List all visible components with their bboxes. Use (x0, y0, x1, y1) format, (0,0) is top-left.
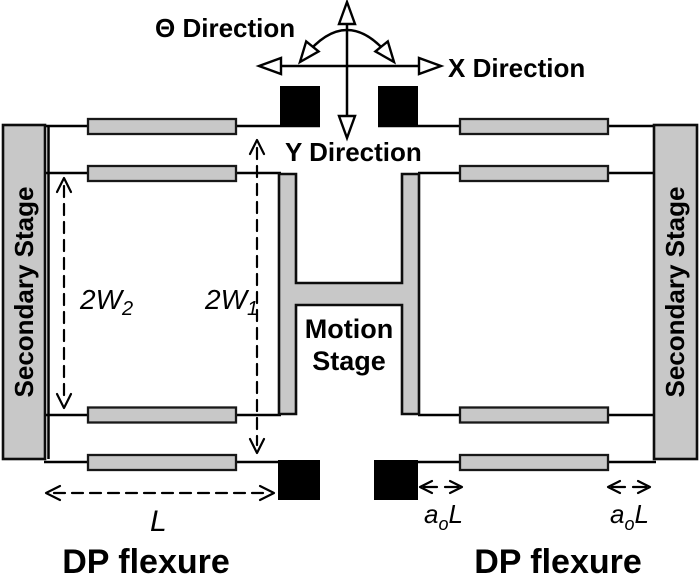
right-secondary-stage-label: Secondary Stage (660, 187, 690, 398)
flexure-beam (86, 406, 238, 424)
left-secondary-stage-label: Secondary Stage (9, 187, 39, 398)
anchor-block (278, 460, 320, 500)
dimension-aol-left (418, 479, 464, 495)
dimension-aol-left-label: aoL (424, 499, 463, 534)
aol-left-sub: o (438, 514, 448, 534)
motion-stage: Motion Stage (277, 172, 421, 416)
dimension-2w2 (55, 176, 73, 410)
dimension-2w1 (248, 138, 266, 455)
dimension-L (44, 484, 276, 502)
flexure-beam (86, 453, 238, 472)
dimension-2w1-sub: 1 (247, 298, 258, 320)
theta-arrow-icon (297, 28, 397, 65)
motion-stage-body (277, 172, 421, 416)
flexure-beams (86, 117, 610, 472)
aol-right-sub: o (624, 514, 634, 534)
y-direction-label: Y Direction (285, 137, 422, 167)
x-direction-label: X Direction (448, 53, 585, 83)
x-axis-arrow-icon (255, 56, 445, 76)
right-secondary-stage: Secondary Stage (652, 123, 699, 461)
flexure-beam (458, 453, 610, 472)
y-axis-arrow-icon (337, 0, 357, 142)
aol-left-base: a (424, 499, 438, 529)
aol-right-suffix: L (634, 499, 648, 529)
flexure-beam (86, 117, 238, 136)
left-secondary-stage: Secondary Stage (1, 123, 47, 461)
flexure-beam (86, 164, 238, 183)
anchor-block (374, 460, 418, 500)
dimension-L-label: L (150, 505, 167, 538)
dimension-2w2-base: 2W (79, 284, 125, 315)
flexure-beam (458, 164, 610, 183)
dp-flexure-caption-left: DP flexure (62, 543, 230, 578)
left-secondary-stage-block (1, 123, 47, 461)
theta-direction-label: Θ Direction (155, 13, 295, 43)
right-secondary-stage-block (652, 123, 699, 461)
dimension-2w1-label: 2W1 (204, 284, 258, 320)
dimension-2w2-label: 2W2 (79, 284, 133, 320)
motion-stage-label-line2: Stage (312, 346, 386, 376)
dp-flexure-caption-right: DP flexure (474, 543, 642, 578)
aol-right-base: a (610, 499, 624, 529)
aol-left-suffix: L (448, 499, 462, 529)
anchor-block (280, 86, 320, 126)
dimension-aol-right-label: aoL (610, 499, 649, 534)
anchor-block (378, 86, 418, 126)
flexure-beam (458, 406, 610, 424)
dimension-aol-right (606, 479, 652, 495)
anchor-blocks (278, 86, 418, 500)
dimension-2w1-base: 2W (204, 284, 250, 315)
flexure-beam (458, 117, 610, 136)
motion-stage-label-line1: Motion (305, 314, 393, 344)
dimension-2w2-sub: 2 (121, 298, 133, 320)
